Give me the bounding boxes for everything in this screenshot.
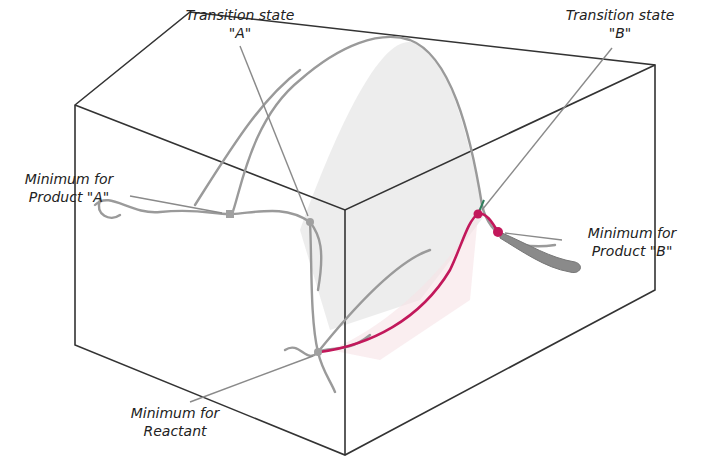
box-frame xyxy=(75,12,655,455)
callout-label: Minimum for Product "B" xyxy=(562,224,702,260)
callout-label: Transition state "B" xyxy=(565,6,675,42)
reaction-path xyxy=(320,214,498,352)
leader-lines xyxy=(130,46,612,402)
callout-label: Minimum for Reactant xyxy=(110,404,240,440)
path-shade xyxy=(330,215,478,360)
callout-label: Transition state "A" xyxy=(185,6,295,42)
product-b-well xyxy=(500,232,580,273)
callout-label: Minimum for Product "A" xyxy=(4,170,134,206)
stationary-points xyxy=(226,210,503,357)
surface-curves xyxy=(95,37,555,392)
